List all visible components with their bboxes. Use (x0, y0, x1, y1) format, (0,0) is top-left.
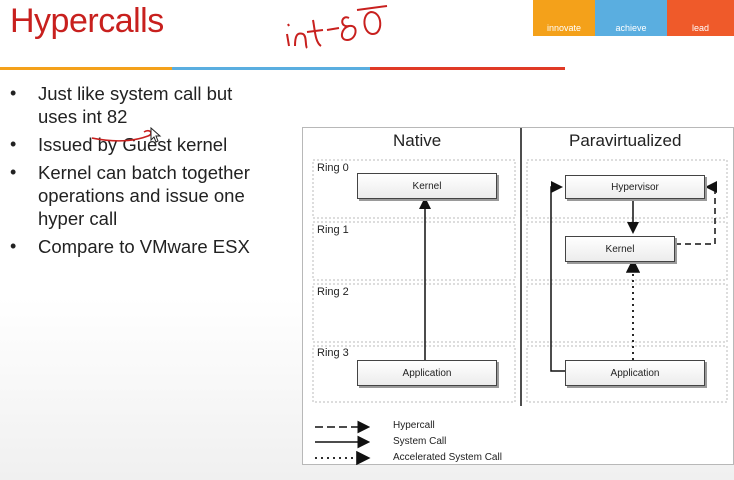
brand-lead: lead (667, 0, 734, 36)
slide-title: Hypercalls (10, 2, 164, 40)
bullet-item: • Kernel can batch together operations a… (10, 161, 300, 230)
bullet-text: operations and issue one (38, 185, 245, 206)
bullet-item: • Issued by Guest kernel (10, 133, 300, 156)
legend-system-call: System Call (393, 436, 447, 447)
handwritten-annotation (286, 5, 388, 49)
title-rule-orange (0, 67, 172, 70)
diagram-lines (312, 128, 728, 466)
bullet-text: hyper call (38, 208, 118, 229)
bullet-dot: • (10, 134, 17, 154)
bullet-dot: • (10, 162, 17, 182)
hypervisor-box: Hypervisor (565, 175, 705, 199)
bullet-text: Compare to VMware ESX (38, 236, 250, 257)
native-application-box: Application (357, 360, 497, 386)
bullet-text: Kernel can batch together (38, 162, 250, 183)
bullet-list: • Just like system call but uses int 82 … (10, 82, 300, 263)
para-application-box: Application (565, 360, 705, 386)
ring-label: Ring 0 (317, 162, 349, 174)
bullet-emphasis: int 82 (82, 106, 128, 127)
bullet-item: • Compare to VMware ESX (10, 235, 300, 258)
brand-innovate: innovate (533, 0, 595, 36)
legend-hypercall: Hypercall (393, 420, 435, 431)
ring-label: Ring 3 (317, 347, 349, 359)
bullet-text: uses (38, 106, 83, 127)
paravirtualized-heading: Paravirtualized (569, 131, 682, 150)
brand-achieve: achieve (595, 0, 667, 36)
ring-label: Ring 1 (317, 224, 349, 236)
bullet-item: • Just like system call but uses int 82 (10, 82, 300, 128)
title-rule-red (370, 67, 565, 70)
title-rule-blue (172, 67, 370, 70)
ring-diagram: Native Paravirtualized Ring 0 Ring 1 Rin… (302, 127, 734, 466)
native-kernel-box: Kernel (357, 173, 497, 199)
legend-accelerated: Accelerated System Call (393, 452, 502, 463)
bullet-dot: • (10, 236, 17, 256)
mouse-cursor-icon (150, 127, 162, 143)
bullet-text: Just like system call but (38, 83, 233, 104)
ring-label: Ring 2 (317, 286, 349, 298)
ink-underline (92, 129, 152, 142)
bullet-dot: • (10, 83, 17, 103)
para-kernel-box: Kernel (565, 236, 675, 262)
bullet-text: Issued by Guest kernel (38, 134, 228, 155)
native-heading: Native (393, 131, 442, 150)
